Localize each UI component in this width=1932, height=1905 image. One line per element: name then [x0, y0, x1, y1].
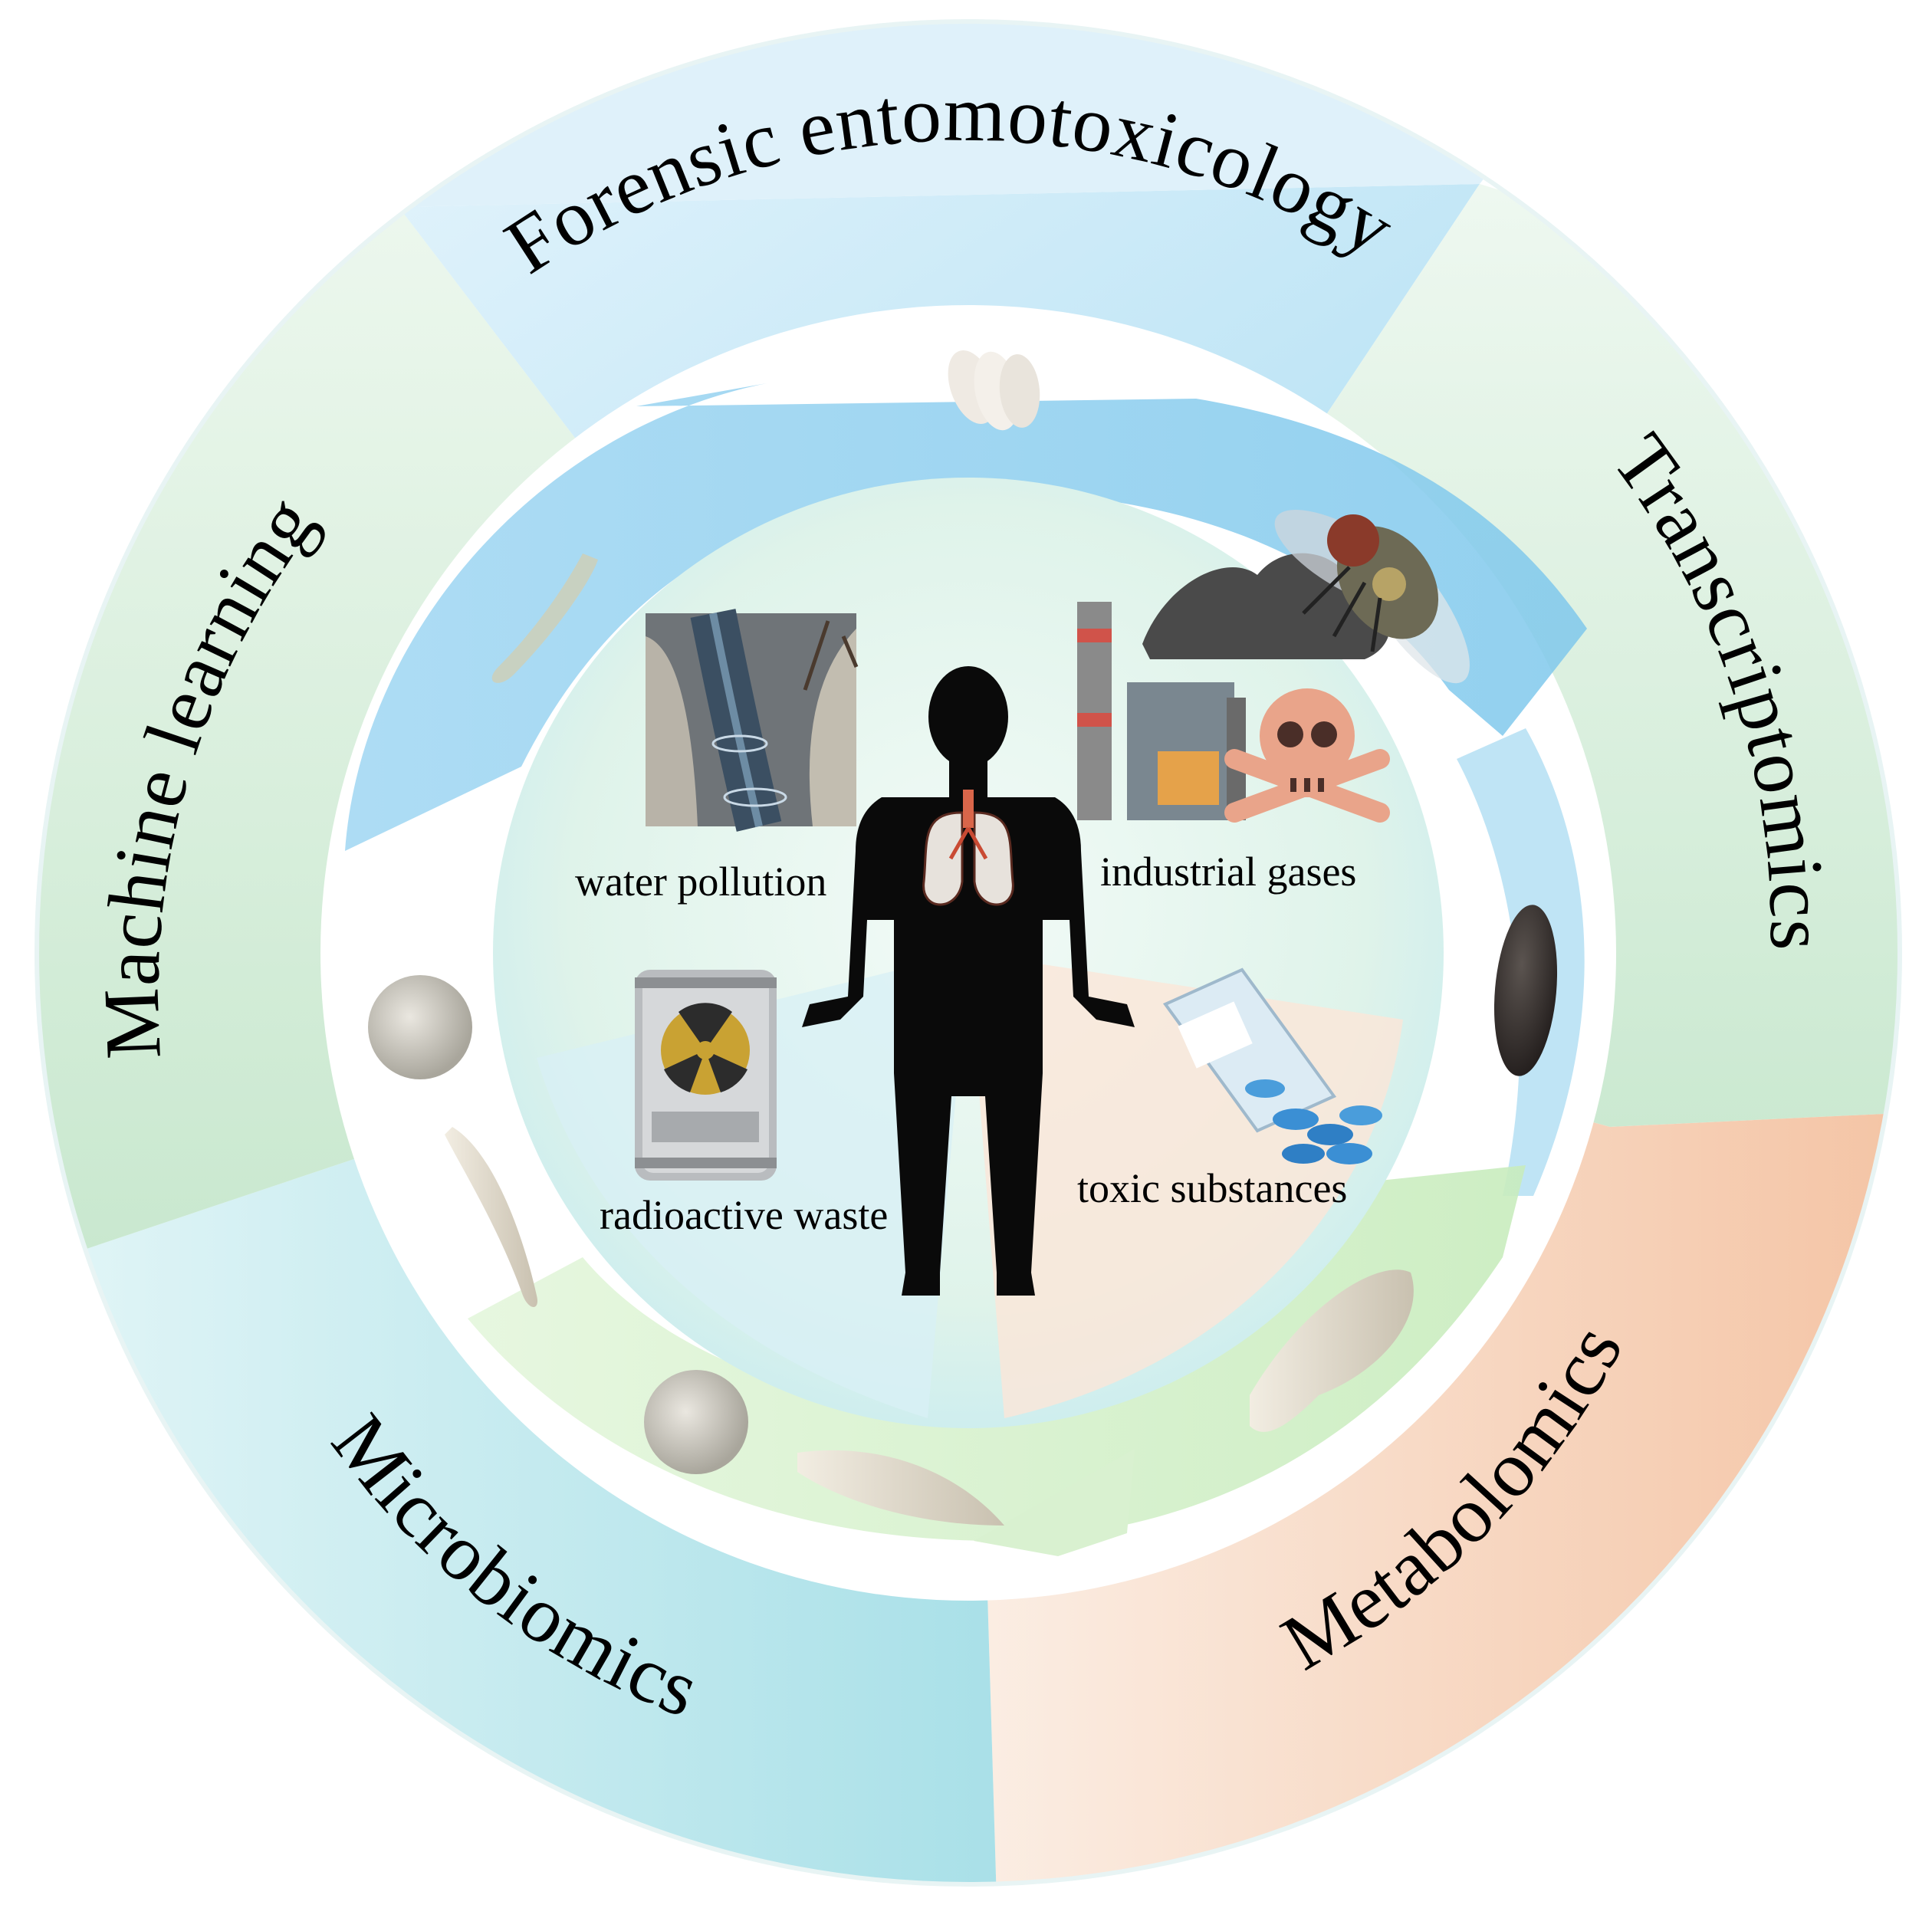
band-arrow-bottom-head: [974, 1449, 1135, 1556]
label-water-pollution: water pollution: [575, 859, 826, 905]
radioactive-barrel-icon: [635, 970, 777, 1181]
pupa-right: [1493, 905, 1558, 1076]
larva-bottom: [797, 1450, 1004, 1526]
label-toxic-substances: toxic substances: [1077, 1165, 1347, 1211]
egg-bottom: [644, 1370, 748, 1474]
label-industrial-gases: industrial gases: [1100, 849, 1356, 895]
egg-left: [368, 975, 472, 1079]
skull-and-crossbones-icon: [1224, 688, 1390, 823]
pill-bottle-icon: [1162, 967, 1382, 1164]
label-radioactive-waste: radioactive waste: [600, 1192, 888, 1238]
outer-ring-edge: [34, 19, 1902, 1887]
polluted-stream-icon: [646, 609, 859, 832]
fly-icon: [1274, 510, 1470, 684]
larva-bottom-right: [1250, 1269, 1414, 1432]
band-arrow-top: [345, 383, 1587, 851]
lungs-icon: [922, 790, 1014, 906]
egg-cluster-top: [948, 350, 1040, 431]
larva-left-bottom: [445, 1127, 537, 1307]
larva-left-top: [491, 553, 598, 683]
